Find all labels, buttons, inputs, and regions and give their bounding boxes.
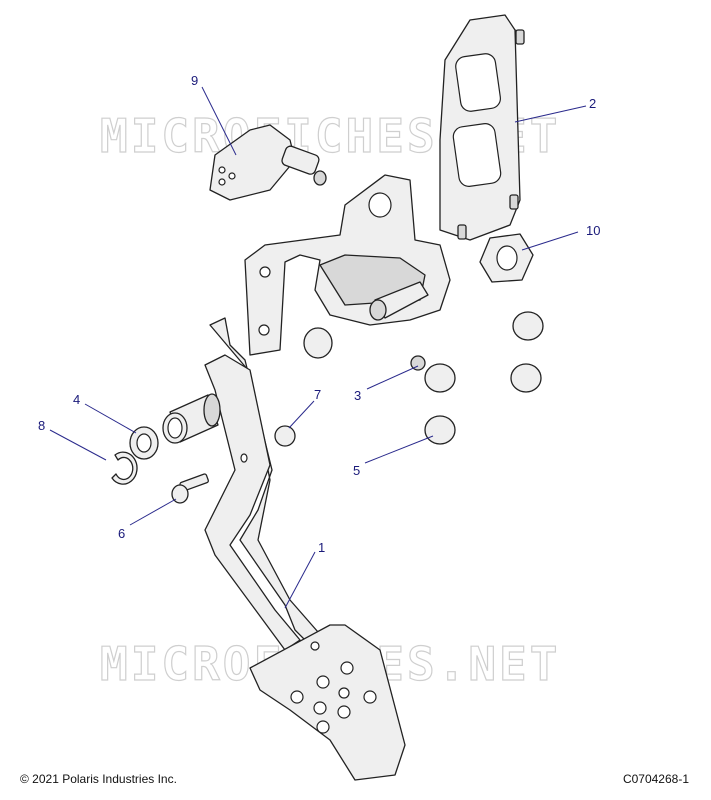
callout-7: 7 (314, 387, 321, 402)
drawing-id-text: C0704268-1 (622, 772, 689, 786)
callout-8: 8 (38, 418, 45, 433)
mounting-bracket-part (244, 14, 525, 356)
flange-nuts (303, 311, 544, 445)
e-clip-part (111, 451, 138, 485)
callout-4: 4 (73, 392, 80, 407)
callout-3: 3 (354, 388, 361, 403)
pedal-arm-part (162, 317, 319, 651)
bushing-part (129, 426, 159, 460)
callout-6: 6 (118, 526, 125, 541)
copyright-text: © 2021 Polaris Industries Inc. (20, 772, 177, 786)
callout-9: 9 (191, 73, 198, 88)
callout-2: 2 (589, 96, 596, 111)
callout-1: 1 (318, 540, 325, 555)
pedal-pad-part (249, 624, 406, 781)
bolt-part (171, 473, 209, 504)
callout-5: 5 (353, 463, 360, 478)
small-bushing-part (274, 425, 296, 447)
large-nut-part (479, 233, 534, 283)
leader-lines (49, 86, 587, 609)
callout-10: 10 (586, 223, 600, 238)
pedal-switch-part (209, 124, 327, 201)
